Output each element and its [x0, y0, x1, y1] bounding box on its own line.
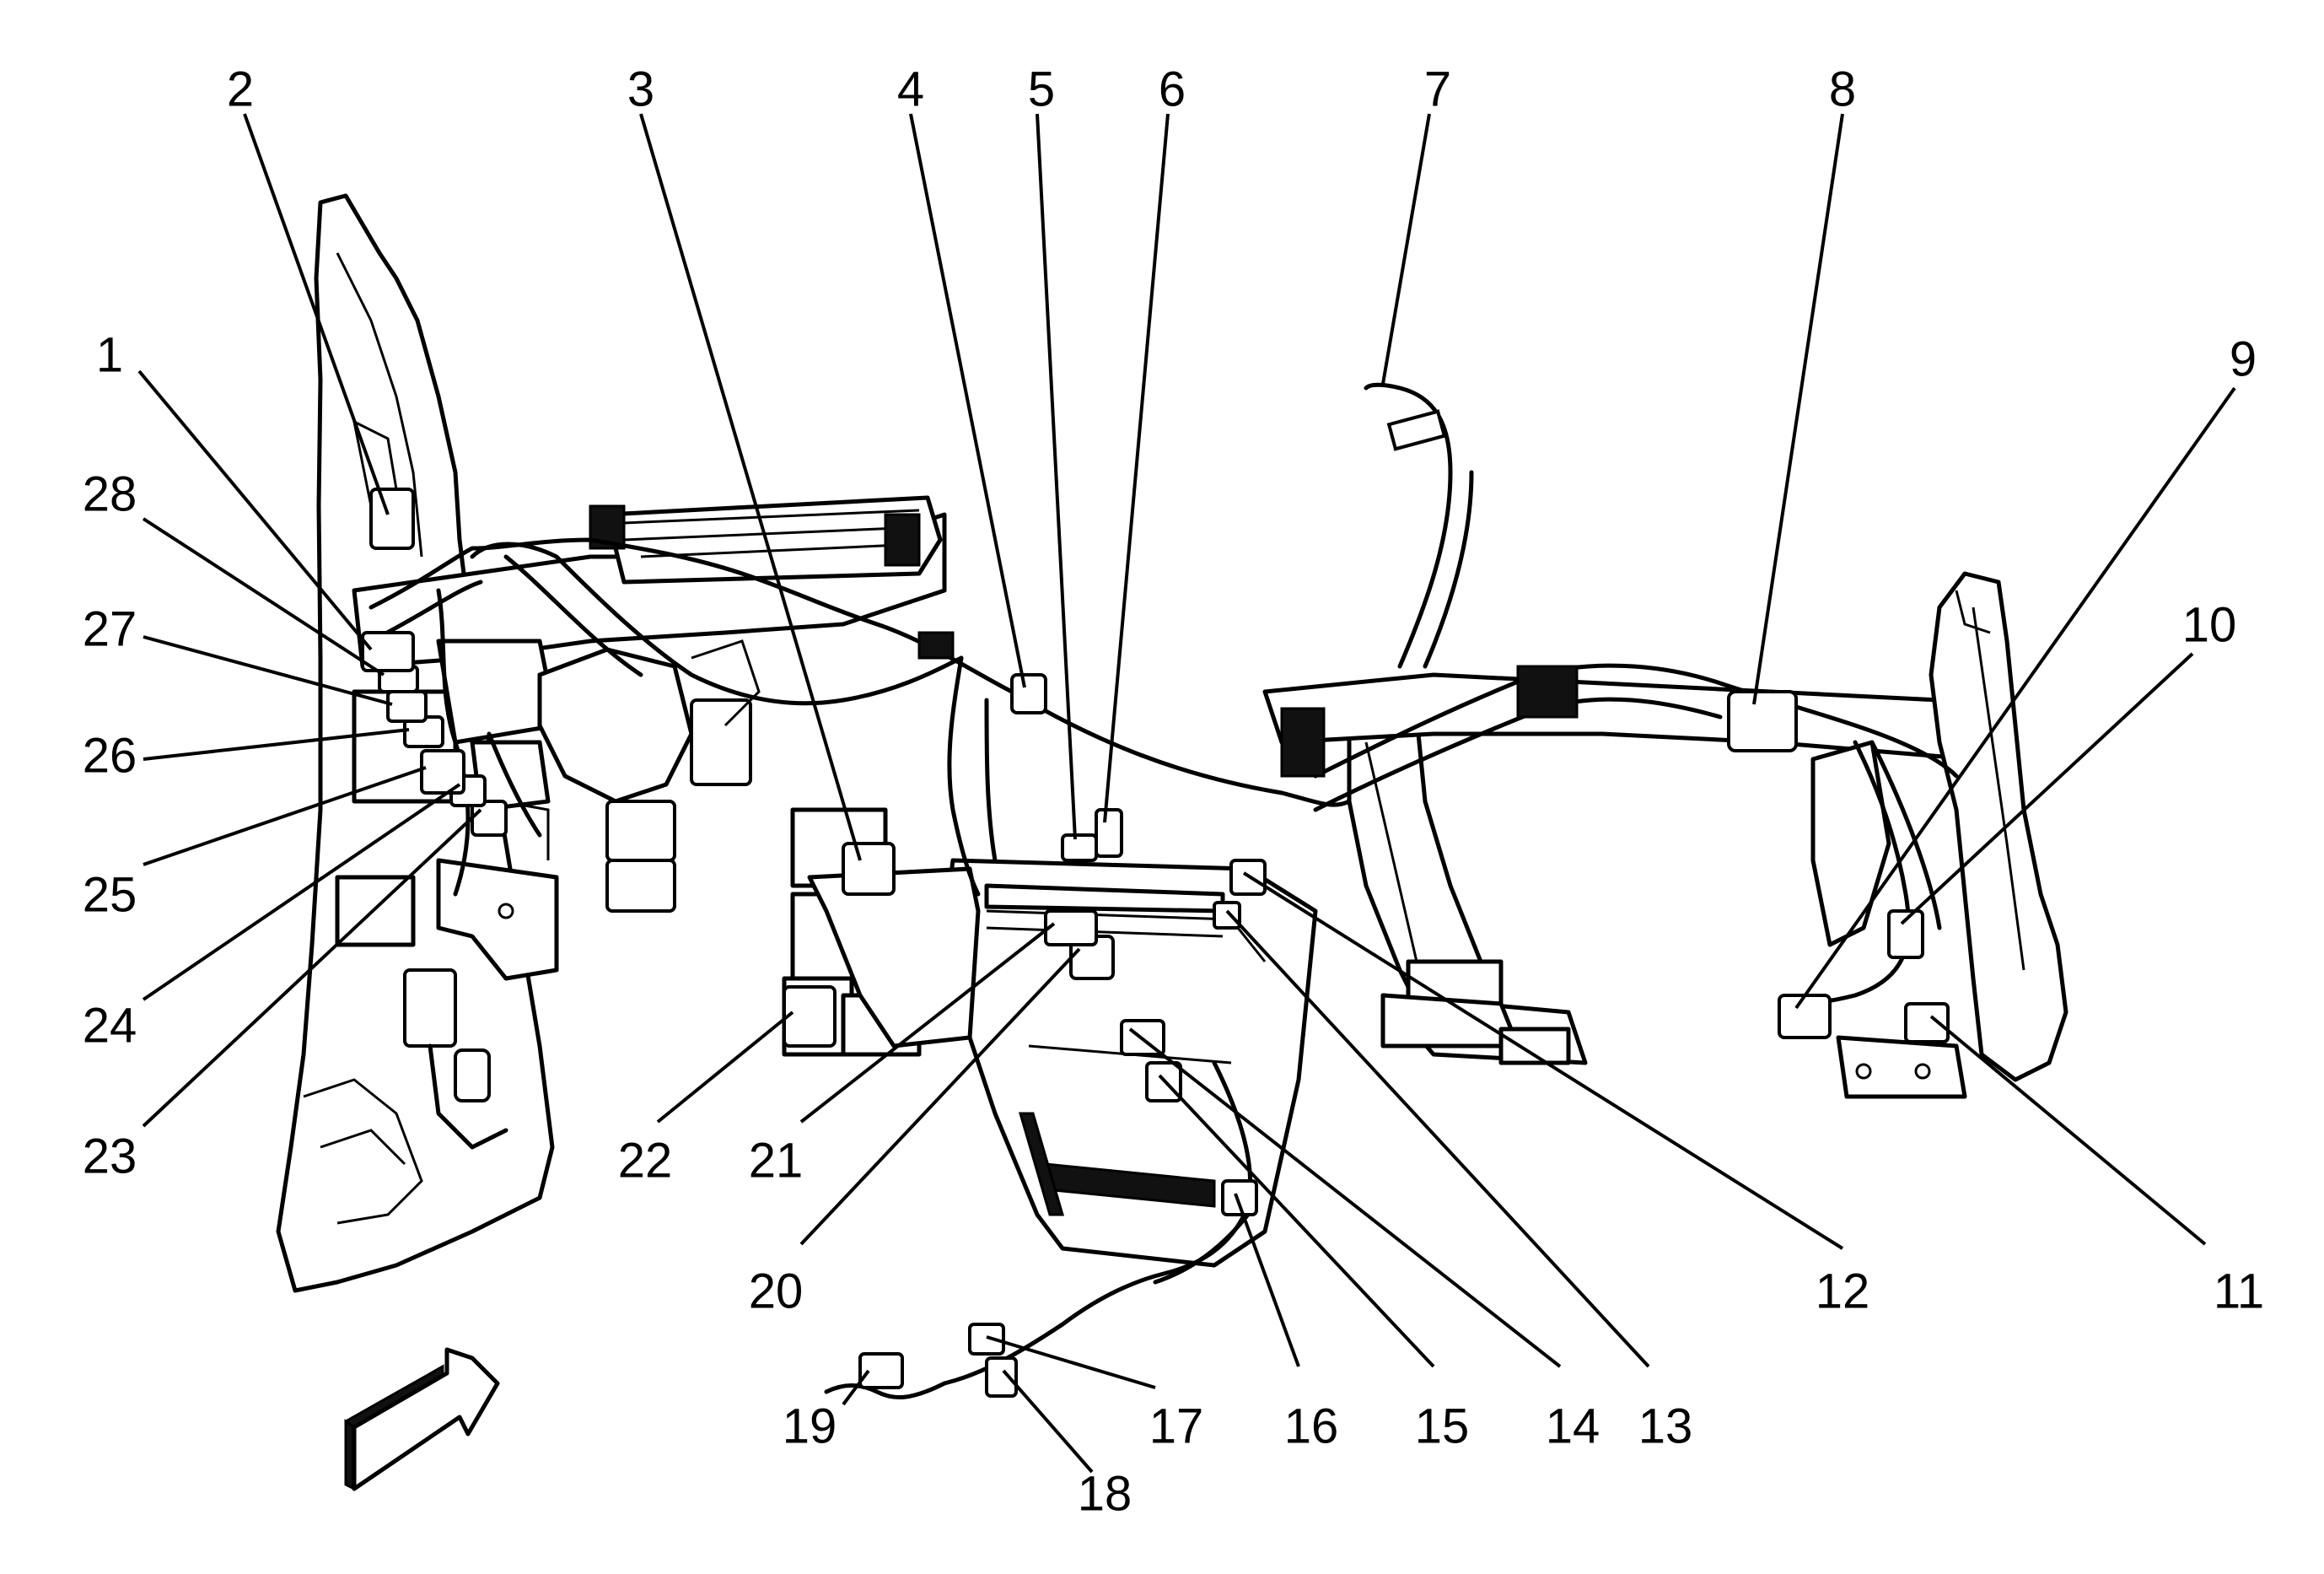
leader-13: [1225, 909, 1650, 1368]
callout-23: 23: [83, 1129, 137, 1183]
connector-9: [1778, 994, 1832, 1039]
right-side-bracket: [1929, 571, 2068, 1082]
callout-25: 25: [83, 867, 137, 922]
leader-lines: [137, 113, 2236, 1474]
callout-15: 15: [1415, 1399, 1470, 1453]
callout-11: 11: [2214, 1264, 2264, 1318]
callout-5: 5: [1028, 62, 1055, 116]
connector-16: [1221, 1179, 1258, 1216]
callout-20: 20: [749, 1264, 804, 1318]
leader-27: [143, 635, 393, 706]
callout-7: 7: [1424, 62, 1451, 116]
callout-1: 1: [96, 327, 123, 382]
leader-19: [842, 1369, 870, 1406]
connector-18: [985, 1356, 1018, 1398]
callout-18: 18: [1078, 1466, 1132, 1521]
connector-4: [1010, 673, 1047, 714]
connector-2: [369, 488, 415, 550]
leader-1: [137, 369, 373, 651]
connectors: [361, 488, 1950, 1398]
leader-16: [1234, 1193, 1300, 1367]
callout-10: 10: [2182, 597, 2237, 652]
leader-11: [1929, 1015, 2207, 1246]
connector-13: [1213, 901, 1241, 930]
main-harness-trunk: [369, 537, 1014, 694]
connector-19: [858, 1352, 904, 1389]
connector-17: [968, 1323, 1005, 1356]
leader-26: [143, 728, 410, 761]
callout-14: 14: [1546, 1399, 1600, 1453]
leader-8: [1752, 113, 1844, 705]
callout-13: 13: [1638, 1399, 1693, 1453]
connector-1: [361, 631, 415, 672]
connector-25: [420, 749, 465, 795]
connector-27: [386, 690, 428, 723]
leader-22: [656, 1011, 794, 1124]
leader-25: [143, 766, 427, 866]
callout-12: 12: [1816, 1264, 1870, 1318]
callout-3: 3: [627, 62, 654, 116]
callout-27: 27: [83, 601, 137, 656]
leader-23: [142, 808, 482, 1128]
callout-26: 26: [83, 728, 137, 783]
leader-2: [243, 113, 390, 515]
leader-21: [799, 922, 1056, 1124]
callout-8: 8: [1829, 62, 1856, 116]
leader-3: [639, 113, 862, 861]
connector-3: [842, 842, 896, 896]
callout-9: 9: [2230, 332, 2257, 386]
callout-16: 16: [1284, 1399, 1339, 1453]
callout-17: 17: [1149, 1399, 1204, 1453]
forward-direction-arrow-icon: [344, 1347, 500, 1491]
leader-15: [1158, 1074, 1435, 1368]
connector-10: [1887, 909, 1924, 959]
connector-21: [1044, 909, 1098, 946]
leader-14: [1128, 1027, 1562, 1368]
wiring-harness: [369, 382, 1959, 1400]
leader-24: [142, 783, 461, 1001]
leader-28: [142, 517, 385, 676]
connector-6: [1095, 808, 1123, 858]
leader-6: [1103, 113, 1170, 823]
leader-7: [1381, 113, 1431, 385]
leader-17: [986, 1335, 1156, 1389]
connector-11: [1904, 1002, 1950, 1043]
center-stack-frame: [942, 858, 1318, 1268]
leader-4: [909, 113, 1026, 688]
callout-numbers: 1 2 3 4 5 6 7 8 9 10 11 12 13 14 15 16 1…: [83, 62, 2264, 1521]
leader-10: [1900, 652, 2194, 925]
callout-6: 6: [1159, 62, 1186, 116]
callout-2: 2: [227, 62, 254, 116]
callout-28: 28: [83, 466, 137, 521]
leader-9: [1794, 386, 2236, 1010]
callout-19: 19: [783, 1399, 837, 1453]
callout-24: 24: [83, 998, 137, 1053]
instrument-panel-structure: [276, 193, 2068, 1293]
callout-21: 21: [749, 1133, 804, 1188]
leader-5: [1036, 113, 1077, 840]
connector-8: [1727, 690, 1798, 752]
callout-4: 4: [897, 62, 924, 116]
connector-5: [1061, 833, 1098, 862]
antenna-lead: [1364, 382, 1453, 669]
connector-22: [783, 985, 837, 1048]
callout-22: 22: [618, 1133, 673, 1188]
leader-12: [1242, 871, 1844, 1250]
leader-20: [799, 947, 1081, 1246]
leader-18: [1002, 1369, 1094, 1474]
